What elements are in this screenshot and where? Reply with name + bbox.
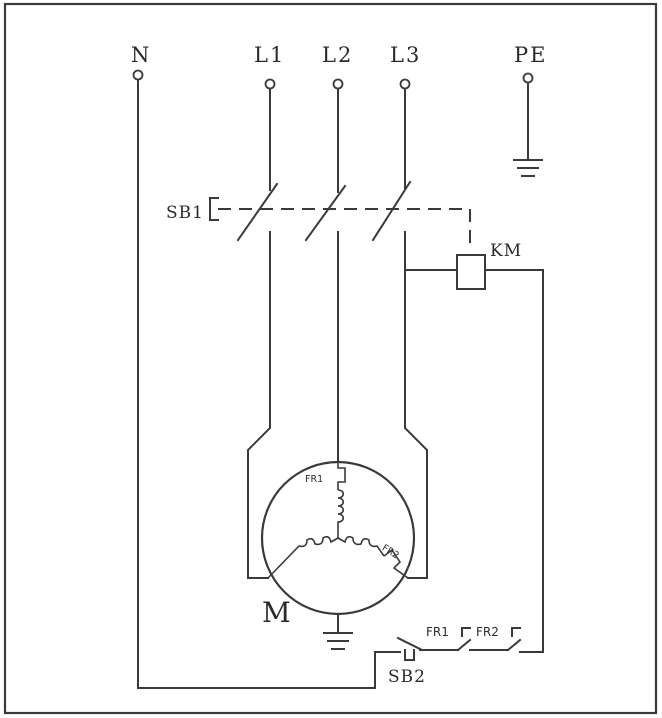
mechanical-linkage (218, 208, 471, 248)
terminal-label-l3: L3 (390, 43, 421, 67)
switch-blade-l3 (371, 180, 412, 242)
motor-ground-symbol (323, 613, 353, 650)
pe-ground-symbol (513, 82, 543, 177)
fr1-contact (439, 627, 489, 652)
terminal-n (132, 69, 144, 81)
km-label: KM (490, 241, 522, 261)
sb2-label: SB2 (388, 667, 426, 687)
km-coil (456, 254, 486, 290)
terminal-label-pe: PE (514, 43, 547, 67)
terminal-label-l1: L1 (254, 43, 285, 67)
terminal-l3 (399, 78, 411, 90)
motor-winding-left (267, 535, 339, 579)
sb1-button-symbol (209, 197, 219, 221)
neutral-wire (137, 79, 394, 689)
switch-blade-l1 (236, 182, 279, 242)
km-return-wire (484, 269, 544, 653)
motor-winding-right (337, 535, 409, 579)
terminal-label-n: N (131, 43, 151, 67)
terminal-pe (522, 72, 534, 84)
terminal-l2 (332, 78, 344, 90)
motor-winding-top (337, 462, 346, 538)
fr2-contact (487, 627, 523, 653)
diagram-frame (3, 2, 658, 715)
wire-l3-motor (404, 231, 428, 579)
motor-label: M (262, 596, 291, 629)
sb1-label: SB1 (166, 203, 204, 223)
switch-blade-l2 (304, 184, 347, 242)
fr2-contact-label: FR2 (476, 625, 499, 639)
sb2-switch (392, 636, 441, 661)
fr1-contact-label: FR1 (426, 625, 449, 639)
wire-l1-motor (247, 231, 271, 579)
fr1-winding-label: FR1 (305, 474, 323, 485)
terminal-l1 (264, 78, 276, 90)
terminal-label-l2: L2 (322, 43, 353, 67)
